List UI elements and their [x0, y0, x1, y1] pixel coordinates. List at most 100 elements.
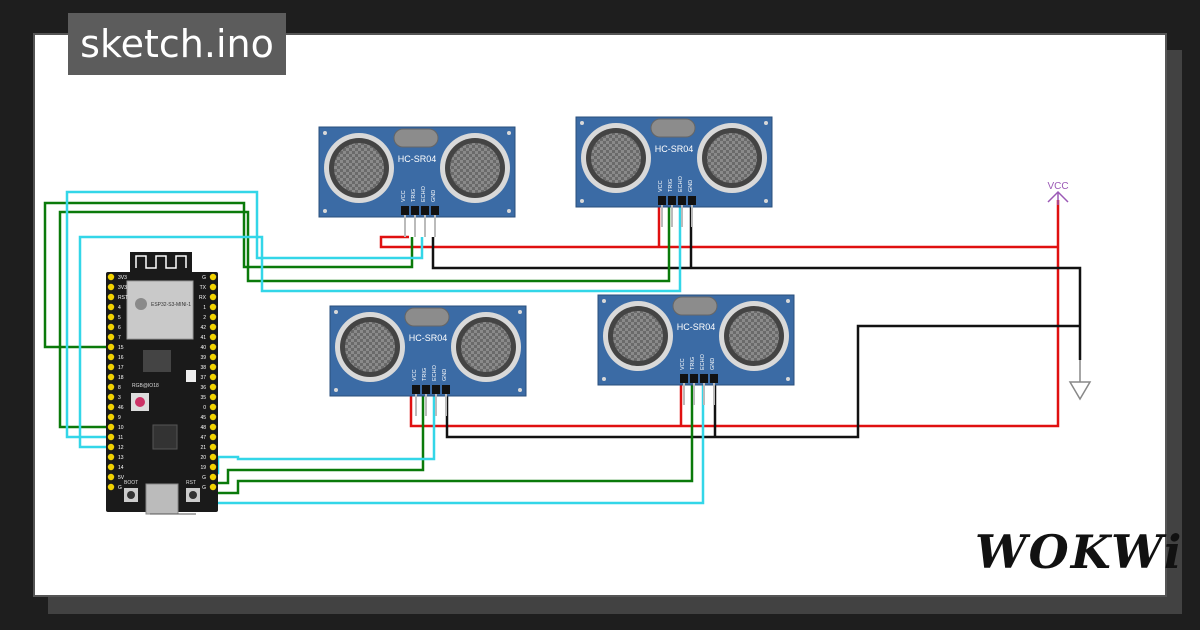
- right-header-pin-label: 1: [203, 305, 206, 311]
- right-header-pin-label: 36: [200, 385, 206, 391]
- sensor-pin-label: ECHO: [678, 175, 684, 192]
- sensor-pin[interactable]: [690, 374, 698, 383]
- voltage-regulator: [143, 350, 171, 372]
- usb-connector[interactable]: [145, 483, 179, 515]
- gnd-symbol[interactable]: [1068, 360, 1092, 401]
- left-header-pin-label: 6: [118, 325, 121, 331]
- right-header-pin[interactable]: [209, 393, 217, 401]
- sensor-pin[interactable]: [411, 206, 419, 215]
- left-header-pin-label: 8: [118, 385, 121, 391]
- usb-bridge-chip: [152, 424, 178, 450]
- right-header-pin[interactable]: [209, 383, 217, 391]
- left-header-pin[interactable]: [107, 313, 115, 321]
- left-header-pin[interactable]: [107, 433, 115, 441]
- wire-gnd: [445, 324, 1080, 439]
- wire-gnd: [431, 237, 1082, 360]
- left-header-pin[interactable]: [107, 443, 115, 451]
- left-header-pin[interactable]: [107, 463, 115, 471]
- left-header-pin-label: 3V3: [118, 285, 127, 291]
- right-header-pin[interactable]: [209, 413, 217, 421]
- left-header-pin[interactable]: [107, 273, 115, 281]
- sensor-pin[interactable]: [658, 196, 666, 205]
- left-header-pin[interactable]: [107, 343, 115, 351]
- sensor-pin[interactable]: [668, 196, 676, 205]
- right-header-pin[interactable]: [209, 333, 217, 341]
- sensor-pin[interactable]: [412, 385, 420, 394]
- left-header-pin[interactable]: [107, 373, 115, 381]
- left-header-pin[interactable]: [107, 403, 115, 411]
- left-header-pin[interactable]: [107, 303, 115, 311]
- left-header-pin-label: RST: [118, 295, 128, 301]
- right-header-pin[interactable]: [209, 313, 217, 321]
- sensor-pin[interactable]: [442, 385, 450, 394]
- left-header-pin[interactable]: [107, 473, 115, 481]
- right-header-pin-label: G: [202, 485, 206, 491]
- left-header-pin[interactable]: [107, 393, 115, 401]
- right-header-pin[interactable]: [209, 403, 217, 411]
- right-header-pin[interactable]: [209, 453, 217, 461]
- wire-echo: [208, 392, 436, 475]
- crystal: [404, 307, 450, 327]
- sensor-pin[interactable]: [422, 385, 430, 394]
- left-header-pin[interactable]: [107, 423, 115, 431]
- sensor-pin[interactable]: [401, 206, 409, 215]
- left-header-pin[interactable]: [107, 363, 115, 371]
- sensor-pin-label: TRIG: [422, 368, 428, 381]
- left-header-pin[interactable]: [107, 353, 115, 361]
- sensor-pin[interactable]: [421, 206, 429, 215]
- sensor-pin[interactable]: [680, 374, 688, 383]
- sensor-pin[interactable]: [678, 196, 686, 205]
- right-header-pin[interactable]: [209, 473, 217, 481]
- right-header-pin[interactable]: [209, 483, 217, 491]
- right-header-pin[interactable]: [209, 303, 217, 311]
- sensor-pin[interactable]: [688, 196, 696, 205]
- right-header-pin[interactable]: [209, 343, 217, 351]
- left-header-pin-label: 17: [118, 365, 124, 371]
- sensor-pin-label: TRIG: [668, 179, 674, 192]
- right-header-pin[interactable]: [209, 423, 217, 431]
- left-header-pin[interactable]: [107, 333, 115, 341]
- right-header-pin[interactable]: [209, 363, 217, 371]
- right-header-pin[interactable]: [209, 433, 217, 441]
- right-header-pin[interactable]: [209, 373, 217, 381]
- sensor-pin[interactable]: [700, 374, 708, 383]
- left-header-pin[interactable]: [107, 323, 115, 331]
- right-header-pin[interactable]: [209, 443, 217, 451]
- right-header-pin[interactable]: [209, 323, 217, 331]
- left-header-pin-label: 13: [118, 455, 124, 461]
- left-header-pin[interactable]: [107, 483, 115, 491]
- left-header-pin-label: 5V: [118, 475, 125, 481]
- left-header-pin[interactable]: [107, 293, 115, 301]
- sensor-pin-label: VCC: [658, 180, 664, 192]
- vcc-symbol[interactable]: VCC: [1047, 181, 1069, 205]
- left-header-pin[interactable]: [107, 283, 115, 291]
- sensor-pin-label: VCC: [680, 358, 686, 370]
- sensor-pin[interactable]: [431, 206, 439, 215]
- sketch-filename-badge[interactable]: sketch.ino: [68, 13, 286, 75]
- esp32-board[interactable]: ESP32-S3-MINI-1 RGB@IO18 BOOT RST 3V33V3…: [106, 252, 218, 515]
- right-header-pin[interactable]: [209, 283, 217, 291]
- left-header-pin-label: 18: [118, 375, 124, 381]
- right-header-pin-label: TX: [200, 285, 207, 291]
- left-header-pin[interactable]: [107, 453, 115, 461]
- right-header-pin-label: 40: [200, 345, 206, 351]
- right-header-pin[interactable]: [209, 463, 217, 471]
- right-header-pin-label: 0: [203, 405, 206, 411]
- sensor-pin[interactable]: [432, 385, 440, 394]
- left-header-pin[interactable]: [107, 383, 115, 391]
- right-header-pin[interactable]: [209, 293, 217, 301]
- right-header-pin[interactable]: [209, 353, 217, 361]
- wire-echo: [208, 385, 705, 505]
- left-header-pin[interactable]: [107, 413, 115, 421]
- sensor-pin[interactable]: [710, 374, 718, 383]
- right-header-pin[interactable]: [209, 273, 217, 281]
- sensor-pin-label: ECHO: [700, 353, 706, 370]
- right-header-pin-label: 21: [200, 445, 206, 451]
- sensor-pin-label: TRIG: [690, 357, 696, 370]
